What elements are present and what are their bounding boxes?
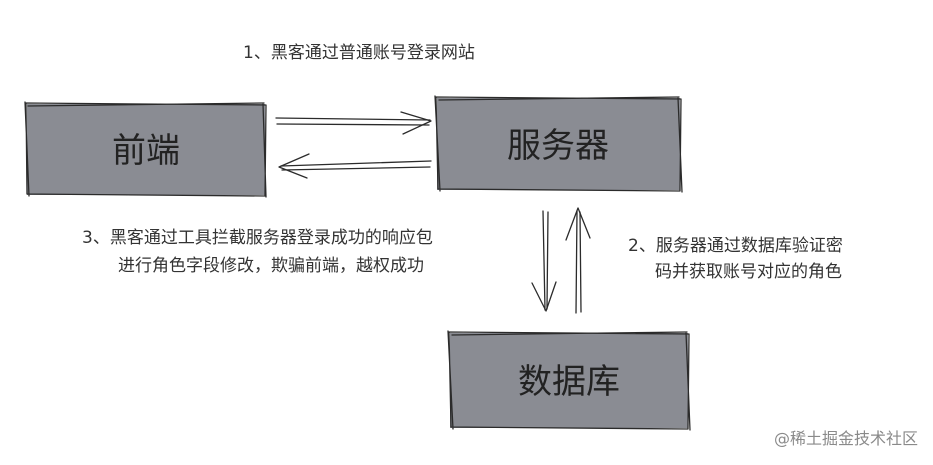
- watermark-text: @稀土掘金技术社区: [774, 429, 918, 448]
- server-box: [437, 98, 680, 190]
- step2-caption-line1: 2、服务器通过数据库验证密: [628, 236, 843, 256]
- frontend-box-outline: [24, 101, 267, 198]
- database-box: [450, 333, 688, 428]
- step2-caption: 2、服务器通过数据库验证密 码并获取账号对应的角色: [628, 236, 843, 282]
- database-box-outline: [447, 330, 691, 431]
- frontend-label: 前端: [112, 131, 180, 171]
- frontend-box: [27, 104, 265, 195]
- step3-caption: 3、黑客通过工具拦截服务器登录成功的响应包 进行角色字段修改，欺骗前端，越权成功: [82, 228, 433, 276]
- arrow-database-to-server: [565, 207, 591, 314]
- database-label: 数据库: [518, 362, 620, 402]
- server-node: 服务器: [434, 95, 683, 193]
- server-label: 服务器: [507, 126, 609, 166]
- step3-caption-line1: 3、黑客通过工具拦截服务器登录成功的响应包: [82, 228, 433, 248]
- frontend-node: 前端: [24, 101, 267, 198]
- arrow-frontend-to-server: [275, 111, 432, 135]
- step1-caption: 1、黑客通过普通账号登录网站: [243, 43, 475, 63]
- step2-caption-line2: 码并获取账号对应的角色: [655, 262, 842, 282]
- arrow-server-to-database: [531, 210, 557, 312]
- database-node: 数据库: [447, 330, 691, 431]
- step3-caption-line2: 进行角色字段修改，欺骗前端，越权成功: [118, 256, 424, 276]
- arrow-server-to-frontend: [278, 153, 432, 179]
- server-box-outline: [434, 95, 683, 193]
